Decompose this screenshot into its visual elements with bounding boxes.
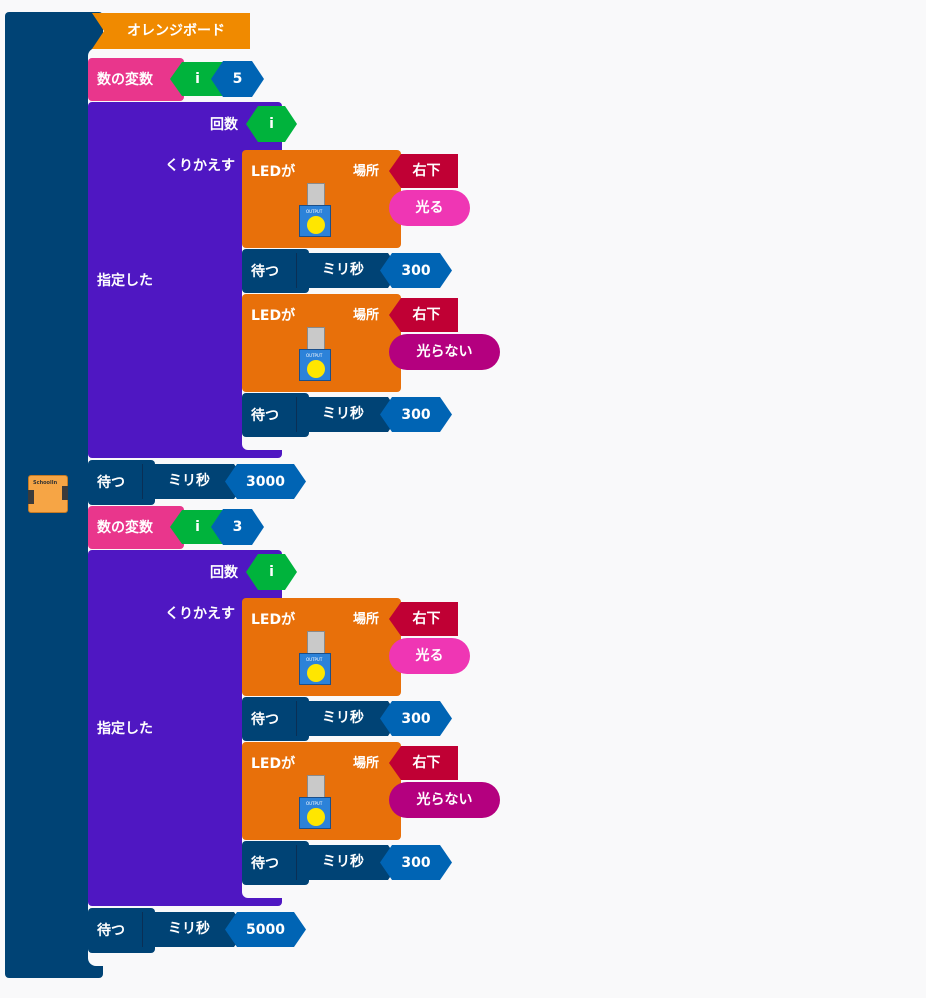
place-label: 場所 bbox=[353, 164, 380, 179]
position-dropdown[interactable]: 右下 bbox=[389, 602, 458, 636]
led-output-icon: OUTPUT bbox=[299, 775, 333, 831]
wait-label: 待つ bbox=[251, 856, 279, 872]
wait-time-input[interactable]: 3000 bbox=[225, 464, 306, 499]
set-variable-label: 数の変数 bbox=[97, 520, 153, 536]
wait-label: 待つ bbox=[251, 712, 279, 728]
repeat-label: くりかえす bbox=[165, 158, 235, 174]
wait-time-input[interactable]: 300 bbox=[380, 701, 452, 736]
led-output-icon: OUTPUT bbox=[299, 631, 333, 687]
led-output-icon: OUTPUT bbox=[299, 183, 333, 239]
set-variable-label: 数の変数 bbox=[97, 72, 153, 88]
led-block[interactable]: LEDが 場所 OUTPUT bbox=[242, 598, 401, 696]
position-dropdown[interactable]: 右下 bbox=[389, 746, 458, 780]
wait-time-input[interactable]: 300 bbox=[380, 845, 452, 880]
place-label: 場所 bbox=[353, 308, 380, 323]
repeat-count-variable[interactable]: i bbox=[246, 106, 297, 142]
position-dropdown[interactable]: 右下 bbox=[389, 298, 458, 332]
place-label: 場所 bbox=[353, 612, 380, 627]
led-label: LEDが bbox=[251, 164, 296, 180]
designated-label: 指定した bbox=[97, 273, 153, 289]
repeat-count-label: 回数 bbox=[210, 117, 238, 133]
wait-time-input[interactable]: 300 bbox=[380, 253, 452, 288]
position-dropdown[interactable]: 右下 bbox=[389, 154, 458, 188]
led-state-on[interactable]: 光る bbox=[389, 190, 470, 226]
hat-label: オレンジボード bbox=[127, 23, 225, 39]
led-block[interactable]: LEDが 場所 OUTPUT bbox=[242, 294, 401, 392]
wait-label: 待つ bbox=[97, 923, 125, 939]
repeat-label: くりかえす bbox=[165, 606, 235, 622]
place-label: 場所 bbox=[353, 756, 380, 771]
board-device-icon: SchoolIn bbox=[28, 475, 68, 513]
wait-label: 待つ bbox=[97, 475, 125, 491]
wait-time-input[interactable]: 300 bbox=[380, 397, 452, 432]
variable-value-input[interactable]: 5 bbox=[211, 61, 264, 97]
designated-label: 指定した bbox=[97, 721, 153, 737]
set-variable-block[interactable]: 数の変数 bbox=[88, 58, 184, 101]
led-label: LEDが bbox=[251, 756, 296, 772]
orange-board-hat-block[interactable]: オレンジボード bbox=[92, 13, 250, 49]
variable-value-input[interactable]: 3 bbox=[211, 509, 264, 545]
led-state-on[interactable]: 光る bbox=[389, 638, 470, 674]
led-state-off[interactable]: 光らない bbox=[389, 782, 500, 818]
device-label: SchoolIn bbox=[33, 480, 58, 486]
led-block[interactable]: LEDが 場所 OUTPUT bbox=[242, 742, 401, 840]
led-state-off[interactable]: 光らない bbox=[389, 334, 500, 370]
repeat-count-label: 回数 bbox=[210, 565, 238, 581]
led-output-icon: OUTPUT bbox=[299, 327, 333, 383]
repeat-count-variable[interactable]: i bbox=[246, 554, 297, 590]
led-label: LEDが bbox=[251, 308, 296, 324]
led-block[interactable]: LEDが 場所 OUTPUT bbox=[242, 150, 401, 248]
wait-label: 待つ bbox=[251, 264, 279, 280]
wait-time-input[interactable]: 5000 bbox=[225, 912, 306, 947]
led-label: LEDが bbox=[251, 612, 296, 628]
wait-label: 待つ bbox=[251, 408, 279, 424]
set-variable-block[interactable]: 数の変数 bbox=[88, 506, 184, 549]
